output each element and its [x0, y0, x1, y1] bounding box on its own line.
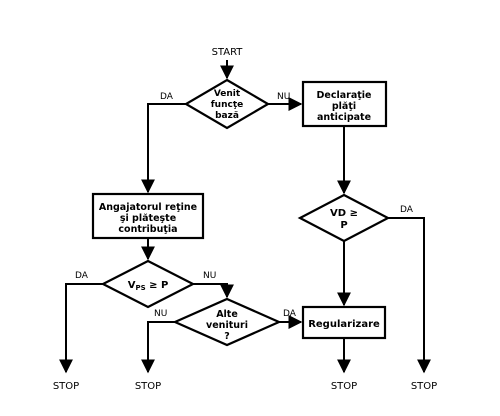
angajator-box	[91, 192, 205, 240]
venit-line3: bază	[215, 111, 239, 121]
start-label: START	[212, 47, 244, 58]
label-nu-venit: NU	[277, 92, 290, 102]
decision-alte-venituri	[172, 297, 282, 347]
stop-label-3: STOP	[331, 381, 357, 392]
label-da-alte: DA	[283, 309, 297, 319]
venit-line1: Venit	[214, 89, 241, 99]
edge-vps-da	[59, 283, 103, 374]
regularizare-label: Regularizare	[308, 319, 380, 330]
edge-venit-da	[141, 103, 186, 194]
edge-vd-da	[388, 217, 431, 374]
vps-label: VPS ≥ P	[128, 280, 169, 292]
alte-line1: Alte	[216, 309, 238, 320]
alte-line3: ?	[224, 331, 230, 342]
edge-alte-nu	[141, 321, 175, 374]
venit-line2: funcţe	[211, 100, 243, 110]
angajator-line2: şi plăteşte	[120, 213, 176, 224]
label-da-venit: DA	[160, 92, 174, 102]
decision-vps-ge-p	[100, 259, 196, 309]
declaratie-box	[301, 80, 388, 128]
decision-venit-functie-baza	[183, 78, 271, 130]
declaratie-line1: Declaraţie	[317, 90, 372, 101]
declaratie-line3: anticipate	[317, 112, 371, 123]
stop-label-4: STOP	[411, 381, 437, 392]
label-nu-alte: NU	[154, 309, 167, 319]
vd-line1: VD ≥	[330, 208, 358, 219]
vd-line2: P	[340, 220, 347, 231]
edge-vps-nu	[193, 283, 234, 299]
label-nu-vps: NU	[203, 271, 216, 281]
stop-label-1: STOP	[53, 381, 79, 392]
label-da-vps: DA	[75, 271, 89, 281]
alte-line2: venituri	[206, 320, 248, 331]
declaratie-line2: plăţi	[332, 101, 356, 112]
angajator-line1: Angajatorul reţine	[99, 202, 197, 213]
stop-label-2: STOP	[135, 381, 161, 392]
angajator-line3: contribuţia	[118, 224, 177, 235]
label-da-vd: DA	[400, 205, 414, 215]
